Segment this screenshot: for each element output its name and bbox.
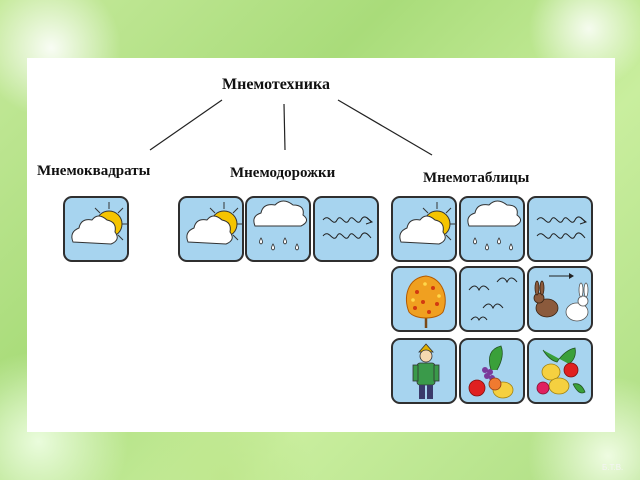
autumn-tree-icon xyxy=(405,275,446,328)
birds-icon xyxy=(468,277,518,321)
sun-cloud-icon xyxy=(186,202,242,245)
tile-rain-cloud xyxy=(245,196,311,262)
branch-label-mnemosquares: Мнемоквадраты xyxy=(37,163,151,179)
fruits-icon xyxy=(468,345,514,399)
tile-wind xyxy=(313,196,379,262)
vegetables-icon xyxy=(536,347,586,395)
rain-cloud-icon xyxy=(253,200,307,251)
sun-cloud-icon xyxy=(71,202,127,245)
watermark: Б.Т.В. xyxy=(602,463,624,472)
tile-hares xyxy=(527,266,593,332)
tile-wind xyxy=(527,196,593,262)
tile-fruits xyxy=(459,338,525,404)
branch-label-mnemotables: Мнемотаблицы xyxy=(423,170,530,186)
tile-rain-cloud xyxy=(459,196,525,262)
tile-birds xyxy=(459,266,525,332)
tile-autumn-tree xyxy=(391,266,457,332)
hares-icon xyxy=(533,273,589,322)
tile-person xyxy=(391,338,457,404)
wind-icon xyxy=(536,216,588,239)
person-icon xyxy=(412,343,440,399)
tile-sun-cloud xyxy=(63,196,129,262)
tile-sun-cloud xyxy=(391,196,457,262)
branch-label-mnemotracks: Мнемодорожки xyxy=(230,165,336,181)
rain-cloud-icon xyxy=(467,200,521,251)
diagram-root-title: Мнемотехника xyxy=(222,76,330,93)
tile-vegetables xyxy=(527,338,593,404)
wind-icon xyxy=(322,216,374,239)
tile-sun-cloud xyxy=(178,196,244,262)
sun-cloud-icon xyxy=(399,202,455,245)
